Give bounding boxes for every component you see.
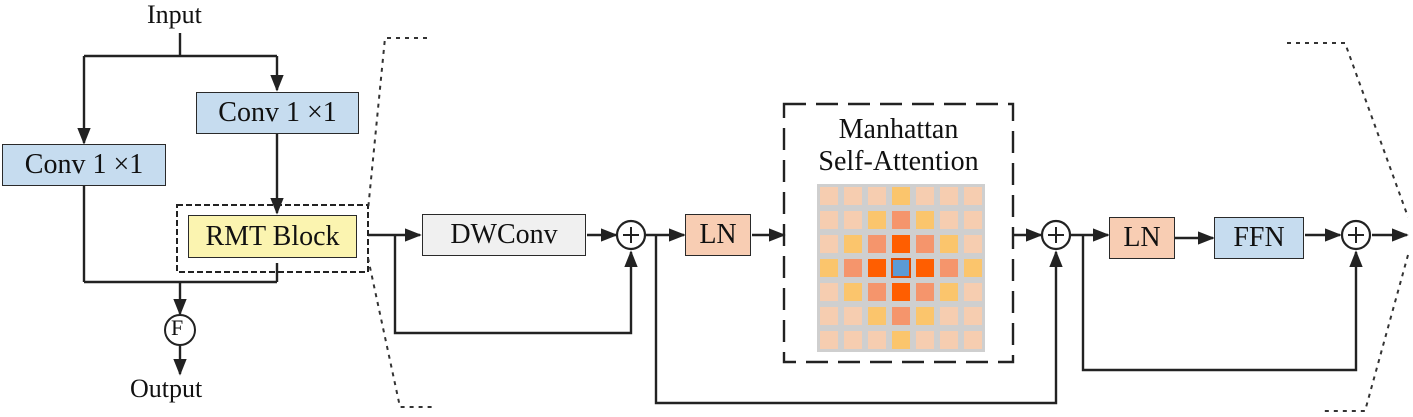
- zoom-left: [367, 37, 427, 211]
- msa-cell: [820, 211, 838, 229]
- msa-cell: [868, 187, 886, 205]
- ln-block-2: LN: [1109, 217, 1175, 259]
- msa-cell: [820, 187, 838, 205]
- conv-right-block: Conv 1 ×1: [196, 92, 359, 134]
- msa-cell: [940, 187, 958, 205]
- zoom-right: [1287, 42, 1409, 218]
- msa-cell: [892, 187, 910, 205]
- ln-block-1: LN: [685, 214, 751, 256]
- msa-cell: [940, 307, 958, 325]
- msa-cell: [820, 307, 838, 325]
- msa-cell: [844, 331, 862, 349]
- msa-title-line1: Manhattan: [838, 114, 959, 145]
- rmt-block: RMT Block: [188, 215, 357, 258]
- msa-cell: [844, 235, 862, 253]
- msa-cell: [964, 259, 982, 277]
- msa-cell: [916, 187, 934, 205]
- msa-cell: [964, 187, 982, 205]
- ffn-block: FFN: [1214, 217, 1304, 259]
- msa-cell: [844, 307, 862, 325]
- msa-cell: [964, 331, 982, 349]
- fuse-node: [164, 314, 196, 346]
- msa-cell: [844, 259, 862, 277]
- msa-cell: [868, 235, 886, 253]
- msa-cell: [844, 187, 862, 205]
- msa-cell: [964, 283, 982, 301]
- msa-cell: [892, 211, 910, 229]
- input-label: Input: [147, 0, 202, 29]
- msa-cell: [820, 283, 838, 301]
- msa-cell: [964, 307, 982, 325]
- msa-cell: [916, 283, 934, 301]
- rmt-highlight-frame: [176, 204, 369, 273]
- msa-cell: [940, 259, 958, 277]
- msa-cell: [940, 331, 958, 349]
- msa-cell: [868, 307, 886, 325]
- residual-3: [1081, 235, 1363, 372]
- output-label: Output: [130, 374, 203, 403]
- msa-cell: [964, 211, 982, 229]
- msa-cell: [892, 235, 910, 253]
- msa-cell: [916, 259, 934, 277]
- msa-cell: [916, 307, 934, 325]
- msa-center-cell: [891, 258, 911, 278]
- msa-cell: [868, 211, 886, 229]
- msa-cell: [892, 331, 910, 349]
- residual-2: [654, 235, 1063, 405]
- msa-cell: [844, 211, 862, 229]
- msa-cell: [868, 259, 886, 277]
- msa-cell: [820, 235, 838, 253]
- fuse-label: F: [171, 315, 184, 340]
- msa-cell: [916, 331, 934, 349]
- msa-title-line2: Self-Attention: [818, 146, 979, 177]
- msa-cell: [868, 283, 886, 301]
- residual-1: [393, 235, 638, 335]
- msa-cell: [844, 283, 862, 301]
- msa-cell: [940, 211, 958, 229]
- msa-cell: [892, 283, 910, 301]
- msa-cell: [820, 331, 838, 349]
- msa-cell: [868, 331, 886, 349]
- msa-frame: [782, 102, 1015, 364]
- zoom-right-bottom: [1324, 254, 1409, 412]
- msa-cell: [916, 235, 934, 253]
- msa-cell: [940, 283, 958, 301]
- dwconv-block: DWConv: [422, 214, 586, 256]
- msa-cell: [964, 235, 982, 253]
- msa-cell: [940, 235, 958, 253]
- msa-cell: [892, 307, 910, 325]
- msa-cell: [916, 211, 934, 229]
- msa-grid: [817, 184, 985, 352]
- msa-cell: [820, 259, 838, 277]
- conv-left-block: Conv 1 ×1: [2, 144, 166, 186]
